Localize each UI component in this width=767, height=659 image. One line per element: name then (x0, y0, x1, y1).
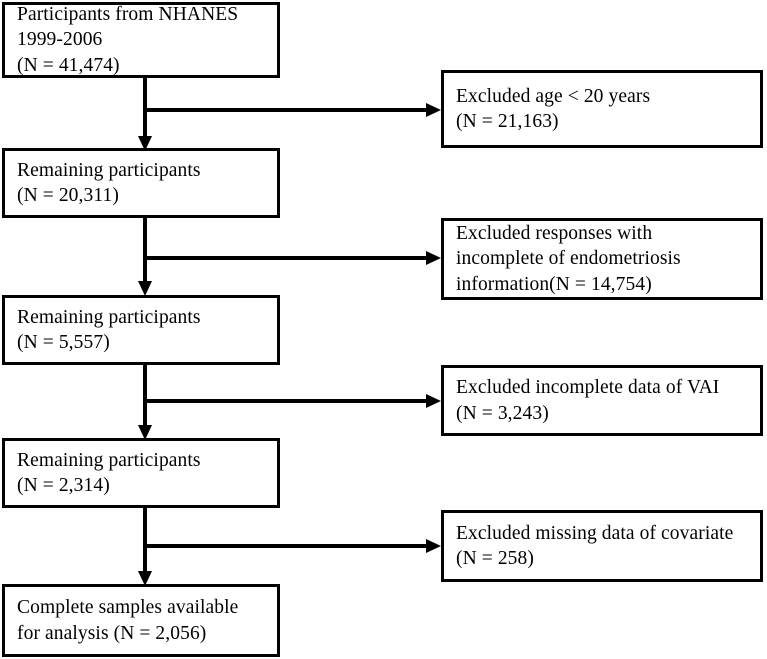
node-text-line: (N = 2,314) (17, 475, 110, 496)
node-text-line: Complete samples available (17, 597, 239, 619)
node-text-line: Remaining participants (17, 306, 201, 328)
node-text-line: (N = 41,474) (17, 54, 120, 76)
connector-stage-2 (138, 218, 441, 296)
node-excluded-endometriosis: Excluded responses with incomplete of en… (441, 218, 763, 300)
node-text-line: Excluded responses with (456, 222, 653, 244)
arrow-head-down-3 (138, 425, 152, 440)
node-remaining-2: Remaining participants (N = 5,557) (2, 295, 280, 365)
node-excluded-vai: Excluded incomplete data of VAI (N = 3,2… (441, 365, 763, 436)
arrow-head-right-1 (426, 103, 441, 117)
node-excluded-covariate: Excluded missing data of covariate (N = … (441, 510, 763, 582)
node-text-line: for analysis (N = 2,056) (17, 622, 207, 644)
node-text-line: Excluded missing data of covariate (456, 522, 734, 544)
arrow-head-down-2 (138, 281, 152, 296)
arrow-head-down-4 (138, 571, 152, 586)
arrow-head-right-4 (426, 539, 441, 553)
node-text-line: (N = 5,557) (17, 332, 110, 353)
node-text-line: Remaining participants (17, 159, 201, 181)
arrow-head-down-1 (138, 136, 152, 151)
node-source-population: Participants from NHANES 1999-2006 (N = … (2, 2, 280, 78)
node-text-line: (N = 21,163) (456, 111, 559, 132)
node-final-sample: Complete samples available for analysis … (2, 584, 280, 657)
node-text-line: Remaining participants (17, 449, 201, 471)
connector-stage-1 (138, 78, 441, 151)
node-text-line: Participants from NHANES (17, 3, 239, 25)
node-text-line: incomplete of endometriosis (456, 248, 681, 270)
connector-stage-4 (138, 508, 441, 586)
node-text-line: (N = 258) (456, 548, 534, 569)
node-remaining-1: Remaining participants (N = 20,311) (2, 148, 280, 218)
node-text-line: Excluded age < 20 years (456, 85, 651, 107)
node-remaining-3: Remaining participants (N = 2,314) (2, 438, 280, 508)
node-text-line: information(N = 14,754) (456, 273, 652, 295)
arrow-head-right-3 (426, 394, 441, 408)
node-excluded-age: Excluded age < 20 years (N = 21,163) (441, 70, 763, 148)
arrow-head-right-2 (426, 251, 441, 265)
node-text-line: Excluded incomplete data of VAI (456, 377, 720, 399)
node-text-line: (N = 3,243) (456, 402, 549, 424)
node-text-line: 1999-2006 (17, 29, 103, 51)
node-text-line: (N = 20,311) (17, 185, 119, 206)
connector-stage-3 (138, 365, 441, 440)
